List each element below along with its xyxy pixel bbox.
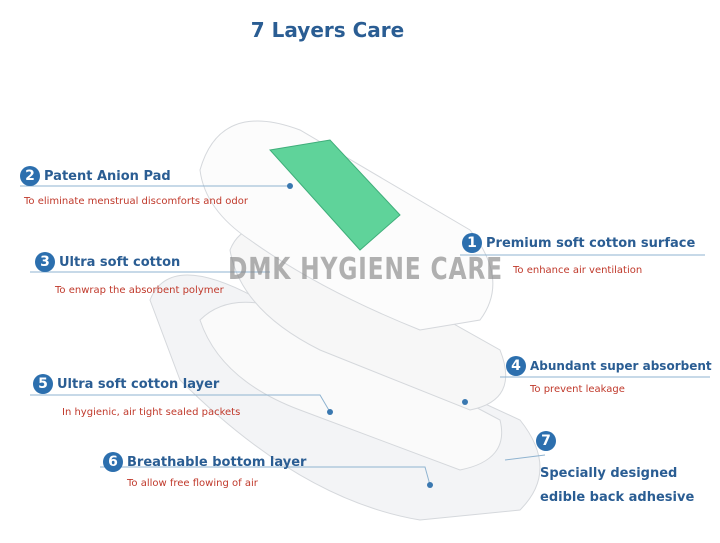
layer-6-desc: To allow free flowing of air bbox=[127, 478, 258, 489]
number-badge: 5 bbox=[33, 374, 53, 394]
layer-title: Patent Anion Pad bbox=[44, 168, 171, 184]
layer-5-desc: In hygienic, air tight sealed packets bbox=[62, 407, 241, 418]
anion-strip bbox=[269, 139, 401, 251]
layer-4-desc: To prevent leakage bbox=[530, 384, 625, 395]
number-badge: 6 bbox=[103, 452, 123, 472]
layer-3-desc: To enwrap the absorbent polymer bbox=[55, 285, 224, 296]
layer-7-desc: edible back adhesive bbox=[540, 490, 695, 505]
layer-7-label: Specially designed bbox=[540, 466, 678, 481]
layer-title: Abundant super absorbent bbox=[530, 359, 712, 373]
absorbent-layer bbox=[199, 301, 503, 471]
layer-title: Ultra soft cotton bbox=[59, 254, 181, 270]
layer-title: Ultra soft cotton layer bbox=[57, 376, 220, 392]
layer-2-desc: To eliminate menstrual discomforts and o… bbox=[24, 196, 248, 207]
layer-title: Breathable bottom layer bbox=[127, 454, 307, 470]
number-badge: 1 bbox=[462, 233, 482, 253]
watermark: DMK HYGIENE CARE bbox=[228, 252, 503, 287]
page-title: 7 Layers Care bbox=[250, 18, 405, 42]
layer-4-label: 4 Abundant super absorbent bbox=[506, 356, 712, 376]
layer-title: Premium soft cotton surface bbox=[486, 235, 696, 251]
number-badge: 4 bbox=[506, 356, 526, 376]
number-badge: 7 bbox=[536, 431, 556, 451]
number-badge: 3 bbox=[35, 252, 55, 272]
layer-7-badge: 7 bbox=[536, 430, 556, 451]
layer-1-desc: To enhance air ventilation bbox=[513, 265, 643, 276]
number-badge: 2 bbox=[20, 166, 40, 186]
